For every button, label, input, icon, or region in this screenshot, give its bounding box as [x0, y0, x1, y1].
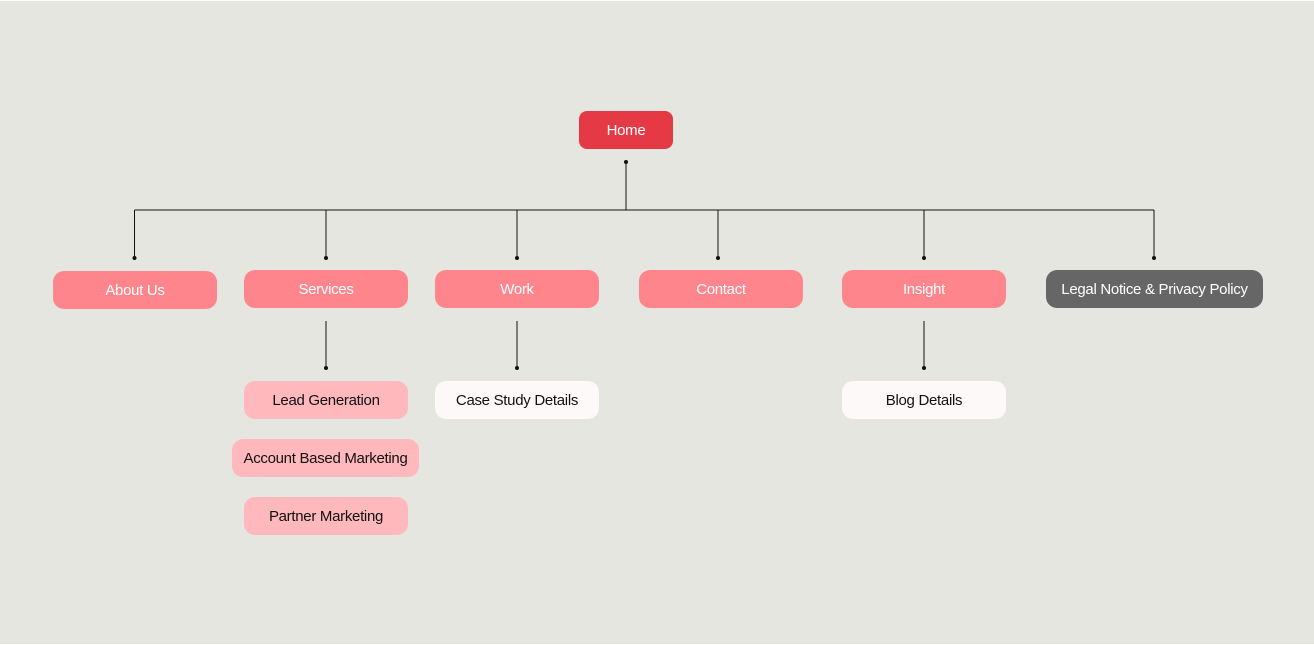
drop-about-dot	[132, 256, 137, 260]
node-about-us-label: About Us	[105, 281, 165, 299]
node-legal-label: Legal Notice & Privacy Policy	[1061, 280, 1248, 298]
drop-services-dot	[324, 256, 328, 260]
node-case-study-details[interactable]: Case Study Details	[435, 381, 599, 419]
insight-children-dot	[922, 366, 926, 370]
drop-contact-dot	[716, 256, 720, 260]
node-blog-details[interactable]: Blog Details	[842, 381, 1006, 419]
node-lead-generation-label: Lead Generation	[272, 391, 380, 409]
root-stem-dot	[624, 160, 628, 164]
node-insight-label: Insight	[902, 280, 946, 298]
node-home-label: Home	[606, 121, 646, 139]
drop-insight-dot	[922, 256, 926, 260]
node-work[interactable]: Work	[435, 270, 599, 308]
node-insight[interactable]: Insight	[842, 270, 1006, 308]
node-legal-notice-privacy-policy[interactable]: Legal Notice & Privacy Policy	[1046, 270, 1263, 308]
node-case-study-details-label: Case Study Details	[455, 391, 579, 409]
node-services[interactable]: Services	[244, 270, 408, 308]
node-account-based-marketing[interactable]: Account Based Marketing	[232, 439, 419, 477]
drop-work-dot	[515, 256, 519, 260]
work-children-dot	[515, 366, 519, 370]
services-children-dot	[324, 366, 328, 370]
node-account-based-marketing-label: Account Based Marketing	[243, 449, 408, 467]
node-home[interactable]: Home	[579, 111, 673, 149]
node-work-label: Work	[500, 280, 534, 298]
node-lead-generation[interactable]: Lead Generation	[244, 381, 408, 419]
node-partner-marketing-label: Partner Marketing	[268, 507, 384, 525]
drop-legal-dot	[1152, 256, 1156, 260]
node-contact-label: Contact	[696, 280, 746, 298]
node-blog-details-label: Blog Details	[885, 391, 963, 409]
node-partner-marketing[interactable]: Partner Marketing	[244, 497, 408, 535]
node-about-us[interactable]: About Us	[53, 271, 217, 309]
node-services-label: Services	[298, 280, 354, 298]
node-contact[interactable]: Contact	[639, 270, 803, 308]
